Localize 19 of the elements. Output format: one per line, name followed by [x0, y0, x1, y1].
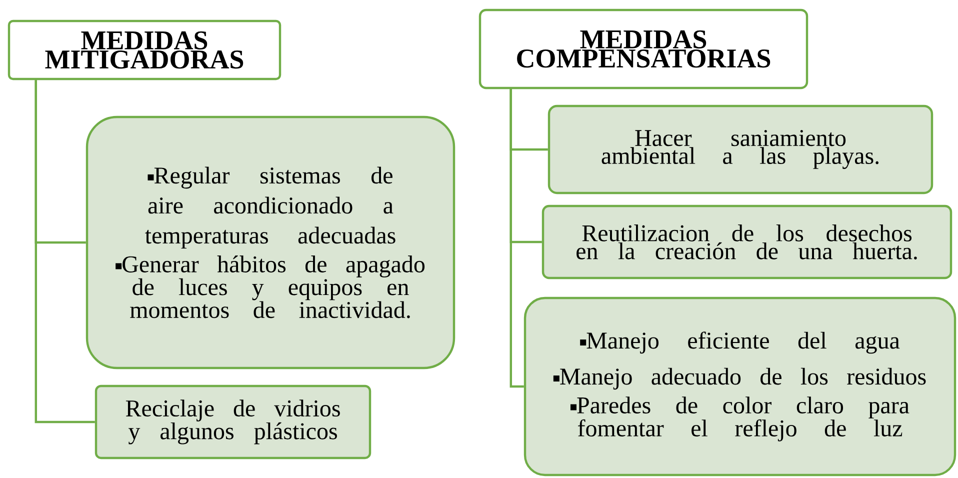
- bullet-item: Generar hábitos de apagado de luces y equipos en momentos de inactividad.: [116, 256, 425, 318]
- heading-box: [8, 20, 282, 80]
- box-text: Reciclaje de vidrios y algunos plásticos: [126, 400, 340, 444]
- heading-box: [478, 8, 808, 90]
- bullet-item: Manejo adecuado de los residuos: [553, 368, 926, 390]
- text-box: [94, 384, 372, 460]
- bullet-item: Paredes de color claro para fomentar el reflejo de luz: [570, 396, 910, 442]
- text-box: [86, 116, 456, 370]
- box-text: MEDIDAS MITIGADORAS: [45, 31, 244, 69]
- text-box: [542, 204, 952, 280]
- box-text: Hacer saniamiento ambiental a las playas.: [602, 130, 878, 169]
- connector-line: [34, 80, 95, 424]
- text-box: [524, 296, 956, 476]
- box-text: Reutilizacion de los desechos en la creación de una huerta.: [576, 224, 917, 260]
- bullet-item: Regular sistemas de aire acondicionado a temperaturas adecuadas: [145, 166, 396, 249]
- connector-line: [510, 89, 524, 388]
- box-text: MEDIDAS COMPENSATORIAS: [517, 30, 770, 68]
- bullet-item: Manejo eficiente del agua: [580, 332, 900, 354]
- text-box: [548, 104, 934, 194]
